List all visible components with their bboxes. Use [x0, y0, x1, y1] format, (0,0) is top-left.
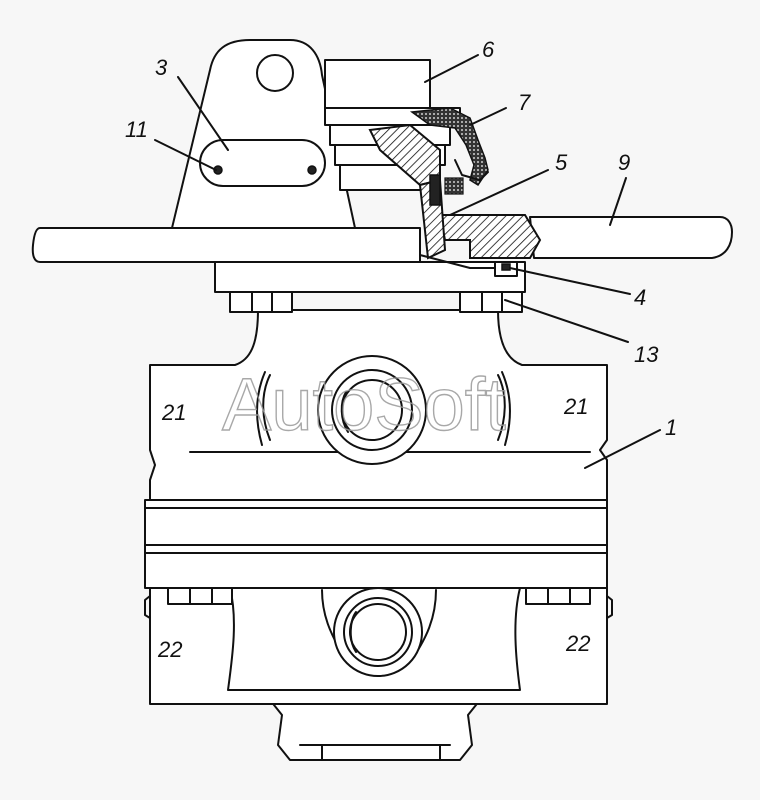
body-section: [438, 214, 542, 259]
part-labels: 3 11 6 7 5 9 4 13 1 21 21 22 22: [125, 37, 677, 662]
nameplate: [199, 139, 326, 187]
label-22-right: 22: [565, 631, 590, 656]
bracket: [171, 39, 356, 229]
rivet-right: [307, 165, 317, 175]
label-9: 9: [618, 150, 630, 175]
label-22-left: 22: [157, 637, 182, 662]
label-21-right: 21: [563, 394, 588, 419]
label-21-left: 21: [161, 400, 186, 425]
bolt-lower-left: [167, 587, 233, 605]
plunger-assembly: [324, 59, 542, 277]
bracket-hole: [256, 54, 294, 92]
pedal-plate: [31, 216, 733, 263]
upper-port-mid: [331, 369, 413, 451]
mount-plate: [214, 261, 526, 293]
lower-housing: [144, 261, 613, 761]
label-4: 4: [634, 285, 646, 310]
label-3: 3: [155, 55, 168, 80]
lower-port-inner: [343, 597, 413, 667]
bolt-lower-right: [525, 587, 591, 605]
label-13: 13: [634, 342, 659, 367]
pedal-plate-left: [31, 227, 421, 263]
label-6: 6: [482, 37, 495, 62]
label-5: 5: [555, 150, 568, 175]
label-1: 1: [665, 415, 677, 440]
leader-lines: [154, 54, 661, 469]
label-11: 11: [125, 117, 148, 142]
seal-5: [429, 174, 441, 206]
bolt-top-left: [229, 289, 293, 313]
label-7: 7: [518, 90, 531, 115]
seal-ring: [444, 177, 464, 195]
cap-6: [324, 59, 431, 109]
rubber-boot: [409, 107, 489, 187]
watermark: AutoSoft: [222, 363, 506, 446]
bolt-top-right: [459, 289, 523, 313]
pedal-plate-right: [529, 216, 733, 259]
